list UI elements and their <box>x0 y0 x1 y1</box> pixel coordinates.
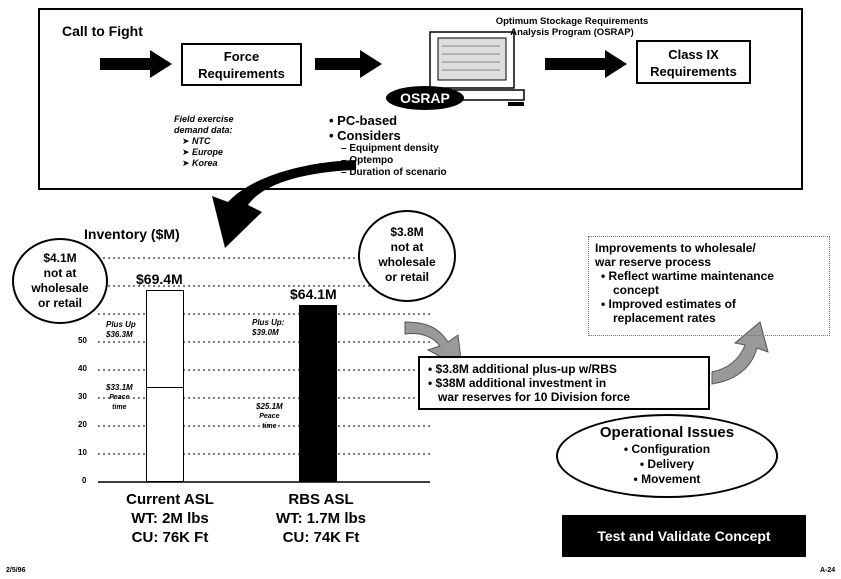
rbs-plus-l1: Plus Up: <box>252 318 285 327</box>
arrow-call-to-fight <box>100 50 172 78</box>
rbs-asl-label: RBS ASL <box>288 491 354 508</box>
y-tick: 10 <box>78 448 87 457</box>
curved-arrow-down <box>212 160 356 248</box>
class-ix-line2: Requirements <box>650 64 737 79</box>
call-to-fight-label: Call to Fight <box>62 23 143 39</box>
rbs-peace-l3: time <box>262 423 277 430</box>
op-item: • Delivery <box>639 457 695 471</box>
improvements-line1: Improvements to wholesale/ <box>595 241 756 255</box>
rbs-wt: WT: 1.7M lbs <box>275 510 366 527</box>
field-line1: Field exercise <box>174 114 234 124</box>
considers-item: – Optempo <box>341 155 394 166</box>
cloud-right-line: $3.8M <box>390 225 424 239</box>
improvements-line2: war reserve process <box>595 255 712 269</box>
osrap-process-panel <box>38 8 803 190</box>
current-peace-label: $33.1M Peace time <box>106 383 133 413</box>
op-item: • Configuration <box>623 442 711 456</box>
cloud-right-line: wholesale <box>378 255 436 269</box>
cloud-left-note: $4.1M not at wholesale or retail <box>12 238 108 324</box>
op-title: Operational Issues <box>599 424 735 441</box>
osrap-program-title: Optimum Stockage Requirements Analysis P… <box>467 16 677 38</box>
bar-rbs-asl <box>299 305 337 482</box>
cloud-left-line: wholesale <box>31 281 89 295</box>
field-item: ➤ Korea <box>182 158 218 168</box>
current-plus-l2: $36.3M <box>106 330 133 339</box>
y-tick: 30 <box>78 392 87 401</box>
field-item: ➤ NTC <box>182 136 211 146</box>
force-req-line1: Force <box>223 49 260 64</box>
rbs-plus-l2: $39.0M <box>252 328 279 337</box>
cloud-right-note: $3.8M not at wholesale or retail <box>358 210 456 302</box>
current-plus-up-label: Plus Up $36.3M <box>106 320 136 340</box>
footer-page: A-24 <box>820 567 836 574</box>
current-cu: CU: 76K Ft <box>131 529 209 546</box>
bar-current-divider <box>147 387 183 388</box>
class-ix-line1: Class IX <box>668 47 719 62</box>
force-req-line2: Requirements <box>198 66 285 81</box>
rbs-peace-l1: $25.1M <box>256 402 283 411</box>
y-tick: 20 <box>78 420 87 429</box>
bar-current-asl <box>146 290 184 482</box>
pc-based-bullet: • PC-based <box>329 113 398 128</box>
considers-item: – Equipment density <box>341 143 439 154</box>
rbs-asl-caption: RBS ASL WT: 1.7M lbs CU: 74K Ft <box>256 490 386 547</box>
improvements-box: Improvements to wholesale/ war reserve p… <box>588 236 830 336</box>
osrap-title-line2: Analysis Program (OSRAP) <box>510 27 634 38</box>
rbs-additional-item: war reserves for 10 Division force <box>438 390 631 404</box>
inventory-title: Inventory ($M) <box>84 226 180 242</box>
computer-icon <box>419 31 525 106</box>
improvements-item: • Improved estimates of <box>601 297 736 311</box>
rbs-peace-l2: Peace <box>259 413 280 420</box>
cloud-left-line: not at <box>43 266 77 280</box>
arrow-to-osrap <box>315 50 382 78</box>
current-asl-label: Current ASL <box>126 491 214 508</box>
rbs-peace-label: $25.1M Peace time <box>256 402 283 432</box>
rbs-plus-up-label: Plus Up: $39.0M <box>252 318 284 338</box>
test-validate-button[interactable]: Test and Validate Concept <box>562 515 806 557</box>
rbs-additional-item: • $38M additional investment in <box>428 376 607 390</box>
field-exercise-note: Field exercise demand data: ➤ NTC ➤ Euro… <box>174 114 234 169</box>
improvements-item: replacement rates <box>613 311 716 325</box>
cloud-left-line: or retail <box>37 296 82 310</box>
rbs-total-label: $64.1M <box>290 286 337 302</box>
current-peace-l3: time <box>112 404 127 411</box>
improvements-item: concept <box>613 283 660 297</box>
operational-issues-cloud: Operational Issues • Configuration • Del… <box>556 414 778 498</box>
improvements-item: • Reflect wartime maintenance <box>601 269 774 283</box>
current-peace-l2: Peace <box>109 394 130 401</box>
cloud-right-line: or retail <box>384 270 429 284</box>
y-tick: 40 <box>78 364 87 373</box>
current-total-label: $69.4M <box>136 271 183 287</box>
arrow-to-class-ix <box>545 50 627 78</box>
considers-bullet: • Considers <box>329 128 401 143</box>
y-tick: 50 <box>78 336 87 345</box>
current-plus-l1: Plus Up <box>106 320 136 329</box>
current-asl-caption: Current ASL WT: 2M lbs CU: 76K Ft <box>110 490 230 547</box>
osrap-features: • PC-based • Considers – Equipment densi… <box>329 113 447 179</box>
cloud-left-line: $4.1M <box>43 251 77 265</box>
considers-item: – Duration of scenario <box>341 167 447 178</box>
arrow-to-improvements <box>711 321 769 385</box>
class-ix-box: Class IX Requirements <box>636 40 751 84</box>
op-item: • Movement <box>633 472 701 486</box>
current-peace-l1: $33.1M <box>106 383 133 392</box>
force-requirements-box: Force Requirements <box>181 43 302 86</box>
rbs-cu: CU: 74K Ft <box>282 529 360 546</box>
footer-date: 2/5/96 <box>6 567 26 574</box>
y-tick: 0 <box>82 476 87 485</box>
rbs-additional-item: • $3.8M additional plus-up w/RBS <box>428 362 617 376</box>
cloud-right-line: not at <box>390 240 424 254</box>
current-wt: WT: 2M lbs <box>131 510 209 527</box>
osrap-title-line1: Optimum Stockage Requirements <box>495 16 649 27</box>
osrap-badge: OSRAP <box>386 86 464 110</box>
field-line2: demand data: <box>174 125 233 135</box>
rbs-additional-box: • $3.8M additional plus-up w/RBS • $38M … <box>418 356 710 410</box>
field-item: ➤ Europe <box>182 147 224 157</box>
